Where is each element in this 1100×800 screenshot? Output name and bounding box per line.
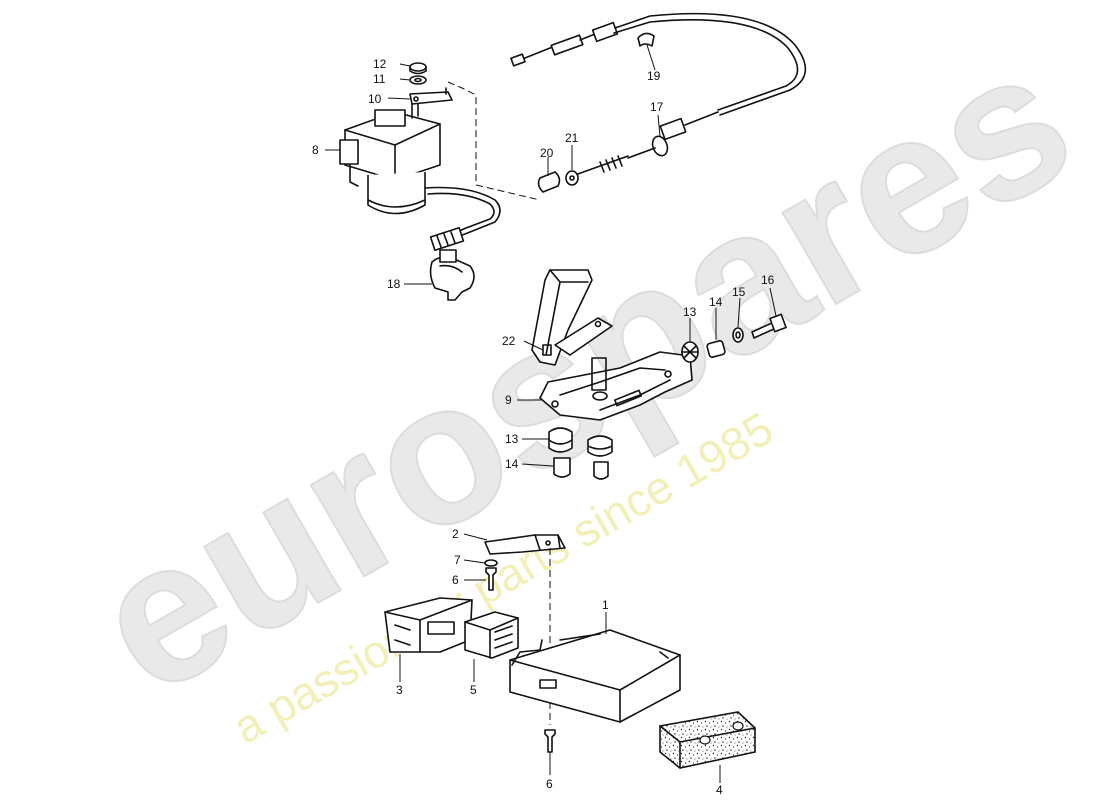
callout-12[interactable]: 12	[373, 57, 387, 71]
foam-pad-part-4[interactable]	[659, 711, 756, 769]
callout-21[interactable]: 21	[565, 131, 579, 145]
screw-part-6-upper[interactable]	[485, 567, 497, 591]
callout-13-lower[interactable]: 13	[505, 432, 519, 446]
callout-14-lower[interactable]: 14	[505, 457, 519, 471]
callout-22[interactable]: 22	[502, 334, 516, 348]
callout-9[interactable]: 9	[505, 393, 512, 407]
clip-part-19[interactable]	[637, 32, 655, 47]
callout-20[interactable]: 20	[540, 146, 554, 160]
strap-part-2[interactable]	[484, 534, 566, 555]
cable-part-17[interactable]	[510, 12, 807, 176]
callout-3[interactable]: 3	[396, 683, 403, 697]
callout-14-upper[interactable]: 14	[709, 295, 723, 309]
callout-6-upper[interactable]: 6	[452, 573, 459, 587]
callout-11[interactable]: 11	[373, 72, 386, 86]
control-unit-part-1[interactable]	[509, 629, 681, 723]
callout-15[interactable]: 15	[732, 285, 746, 299]
washer-part-15[interactable]	[732, 327, 744, 343]
callout-1[interactable]: 1	[602, 598, 609, 612]
actuator-part-8[interactable]	[339, 99, 501, 252]
callout-5[interactable]: 5	[470, 683, 477, 697]
washer-part-11[interactable]	[409, 75, 427, 85]
screw-part-6-lower[interactable]	[544, 729, 556, 753]
nut-part-12[interactable]	[409, 62, 427, 75]
callout-8[interactable]: 8	[312, 143, 319, 157]
callout-19[interactable]: 19	[647, 69, 661, 83]
callout-7[interactable]: 7	[454, 553, 461, 567]
callout-6-lower[interactable]: 6	[546, 777, 553, 791]
cap-part-20[interactable]	[537, 171, 561, 193]
washer-part-7[interactable]	[484, 559, 498, 567]
grommet-part-13-lower[interactable]	[548, 427, 613, 457]
clamp-part-18[interactable]	[429, 249, 475, 301]
nut-part-21[interactable]	[565, 170, 579, 186]
bracket-part-22[interactable]	[531, 269, 613, 366]
connector-housing-part-3[interactable]	[384, 597, 473, 653]
connector-plug-part-5[interactable]	[464, 611, 519, 659]
callout-labels: 12 11 10 8 19 17 21 20 18 22 13 14 15 16…	[312, 57, 775, 797]
watermark-brand: eurospares	[60, 5, 1100, 737]
callout-10[interactable]: 10	[368, 92, 382, 106]
callout-4[interactable]: 4	[716, 783, 723, 797]
sleeve-part-14-upper[interactable]	[706, 340, 726, 358]
callout-13-upper[interactable]: 13	[683, 305, 697, 319]
bolt-part-16[interactable]	[751, 313, 787, 339]
leader-lines	[325, 44, 777, 783]
callout-18[interactable]: 18	[387, 277, 401, 291]
base-plate-part-9[interactable]	[539, 351, 693, 421]
callout-16[interactable]: 16	[761, 273, 775, 287]
callout-2[interactable]: 2	[452, 527, 459, 541]
lever-part-10[interactable]	[409, 87, 453, 105]
callout-17[interactable]: 17	[650, 100, 664, 114]
sleeve-part-14-lower[interactable]	[553, 457, 609, 480]
grommet-part-13-upper[interactable]	[681, 341, 699, 363]
lever-link-dashed	[447, 81, 541, 201]
